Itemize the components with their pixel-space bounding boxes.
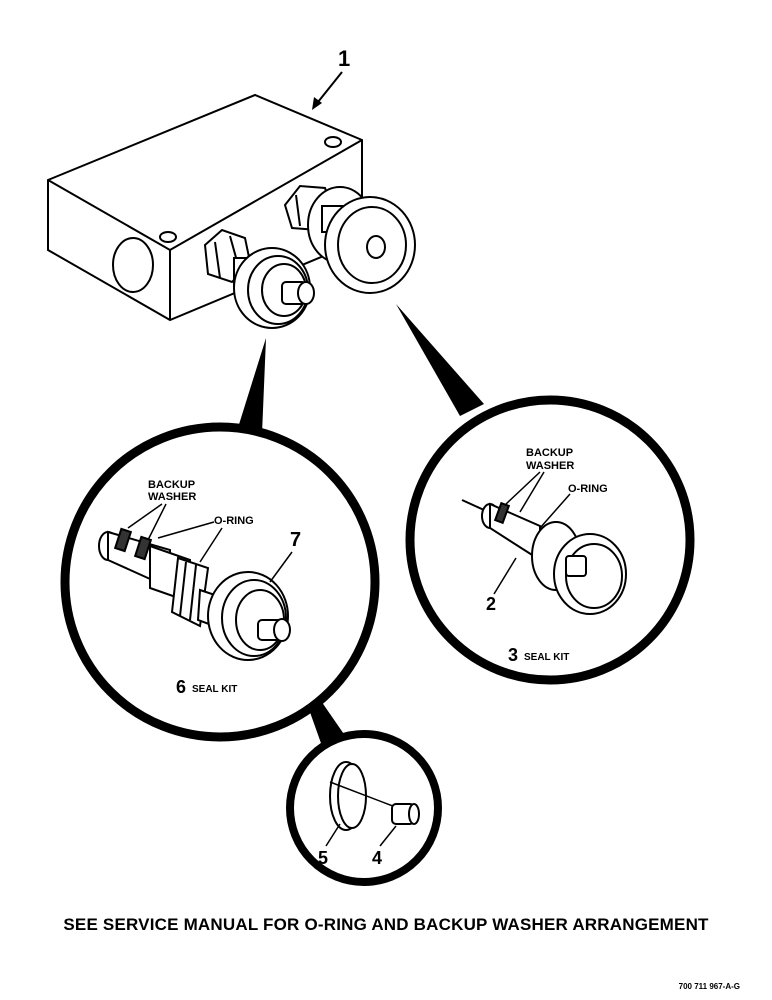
right-backup-washer-label-line1: BACKUP: [526, 447, 573, 459]
callout-5-leader: [325, 823, 341, 847]
right-zoom-connector: [396, 304, 484, 416]
right-valve-cartridge: [307, 186, 416, 294]
right-seal-kit-label: SEAL KIT: [524, 652, 569, 663]
cap-nut-part: [391, 803, 420, 825]
right-detail-circle: BACKUP WASHER O-RING 2 3 SEAL KIT: [405, 395, 695, 685]
knurled-knob-part: [329, 761, 367, 831]
right-o-ring-leader: [539, 493, 571, 529]
left-o-ring-label: O-RING: [214, 515, 254, 527]
right-o-ring-label: O-RING: [568, 483, 608, 495]
callout-7-leader: [269, 551, 293, 583]
left-detail-cartridge: [98, 527, 291, 661]
callout-4-leader: [379, 825, 397, 847]
left-backup-washer-label-line2: WASHER: [148, 491, 196, 503]
callout-6: 6: [176, 677, 186, 697]
drawing-number: 700 711 967-A-G: [678, 982, 740, 991]
left-backup-washer-label-line1: BACKUP: [148, 479, 195, 491]
left-backup-washer-leaders: [127, 503, 167, 541]
callout-7: 7: [290, 529, 301, 551]
bottom-detail-circle: 5 4: [286, 730, 442, 886]
left-seal-kit-label: SEAL KIT: [192, 684, 237, 695]
left-zoom-connector: [236, 338, 266, 434]
right-detail-cartridge: [461, 499, 627, 615]
left-o-ring-leaders: [157, 521, 223, 563]
callout-4: 4: [372, 848, 382, 868]
knob-axis-line: [329, 781, 399, 809]
left-valve-cartridge: [233, 247, 315, 329]
right-backup-washer-leaders: [505, 471, 545, 513]
callout-3: 3: [508, 645, 518, 665]
callout-5: 5: [318, 848, 328, 868]
callout-2-leader: [493, 557, 517, 595]
callout-1-leader: [312, 71, 343, 110]
callout-2: 2: [486, 594, 496, 614]
right-backup-washer-label-line2: WASHER: [526, 460, 574, 472]
callout-1: 1: [338, 46, 350, 71]
service-manual-note: SEE SERVICE MANUAL FOR O-RING AND BACKUP…: [63, 915, 709, 934]
left-detail-circle: BACKUP WASHER O-RING 7 6 SEAL KIT: [60, 422, 380, 742]
